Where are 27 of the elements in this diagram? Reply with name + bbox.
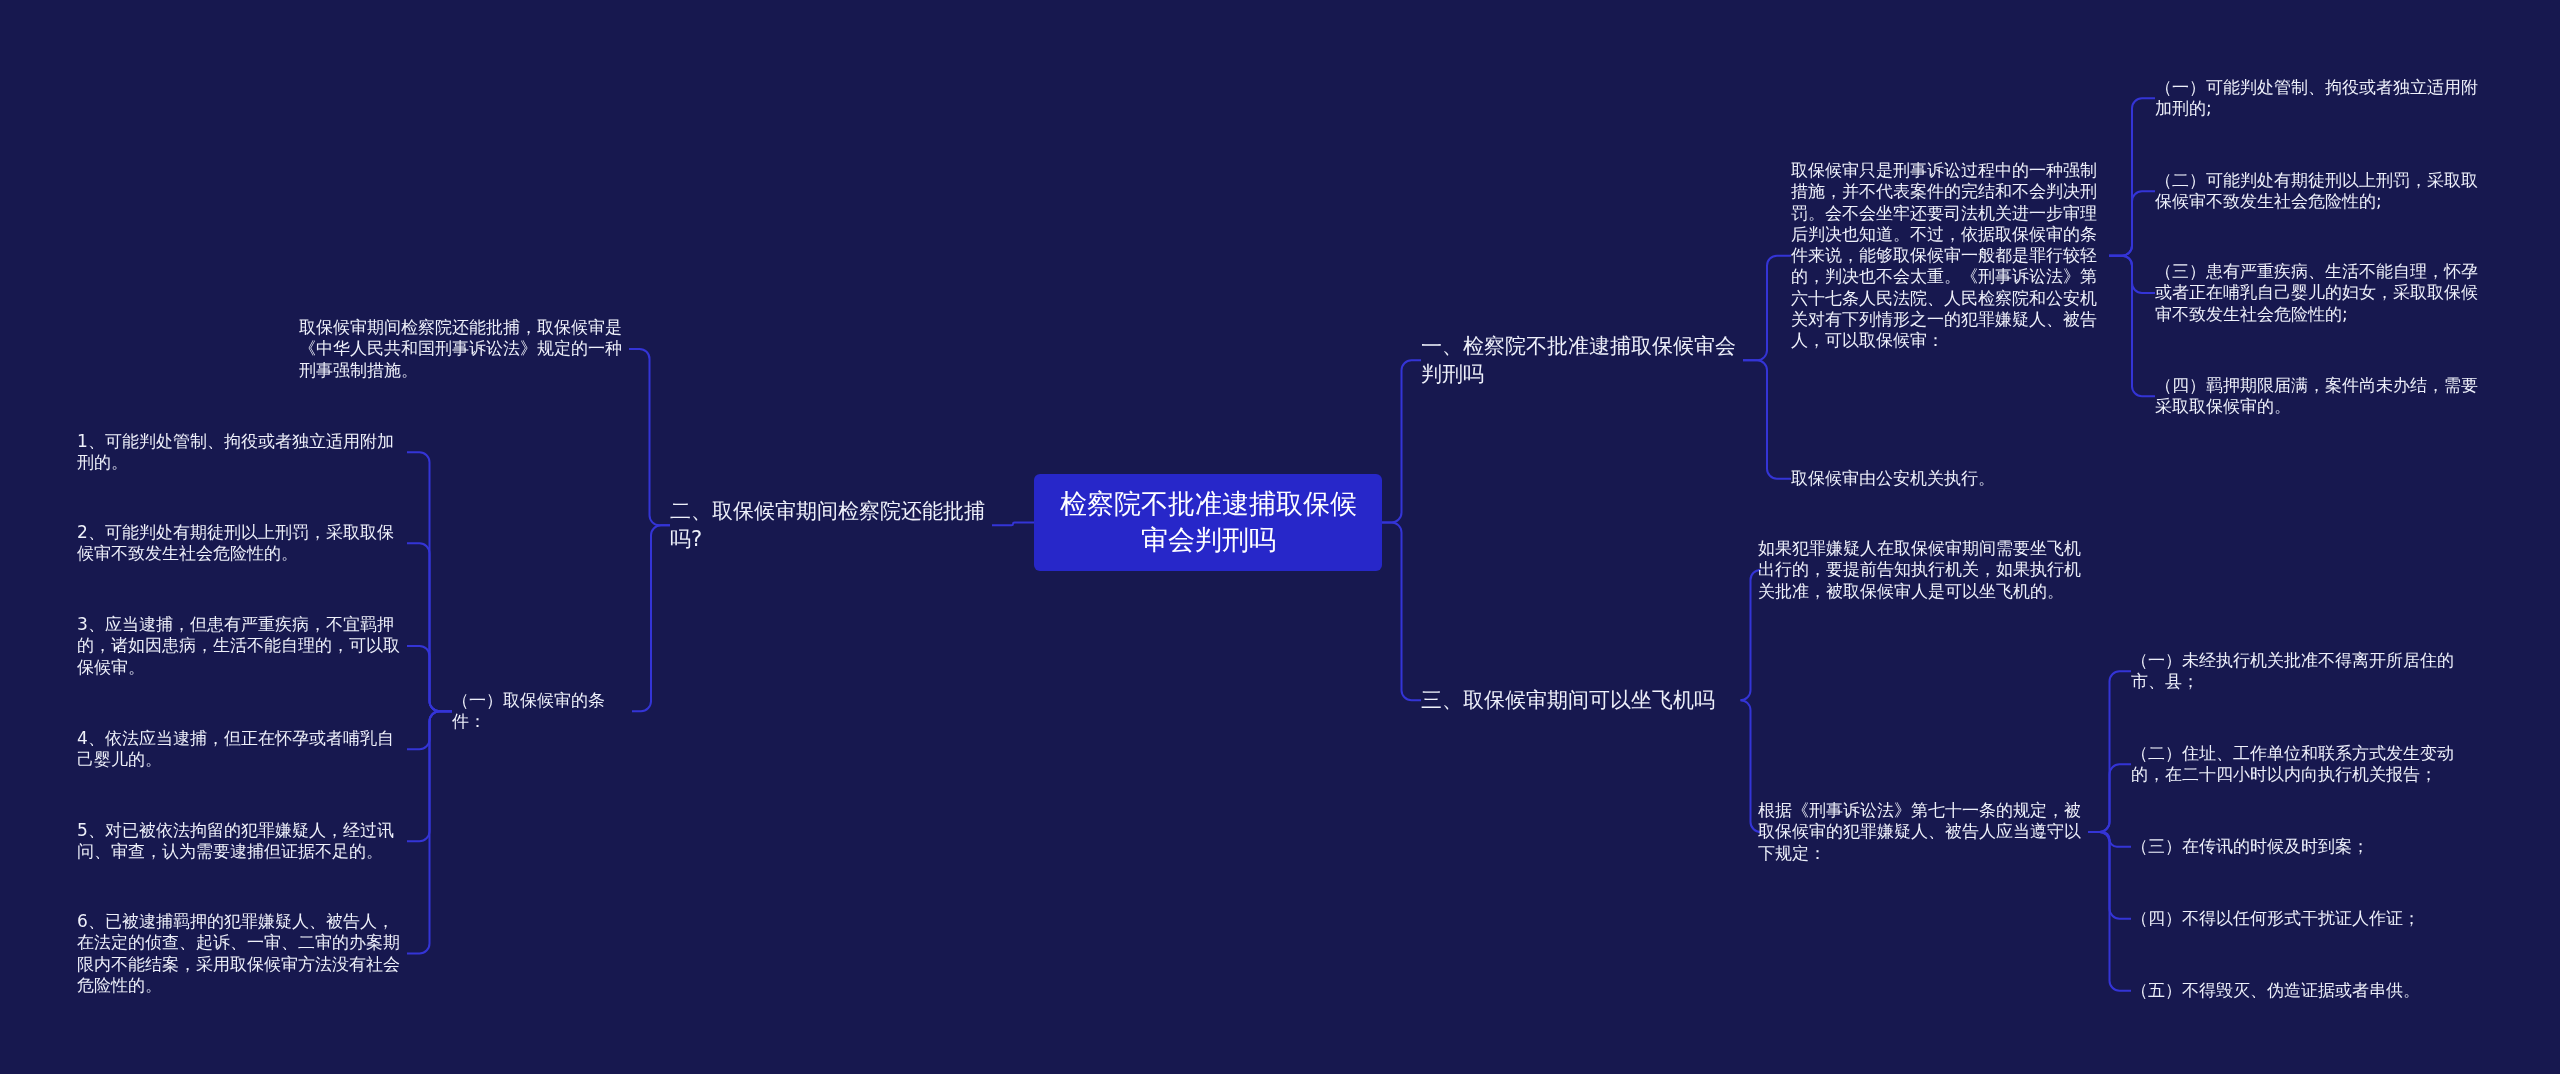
subtopic-text: （二）可能判处有期徒刑以上刑罚，采取取保候审不致发生社会危险性的; <box>2155 170 2485 213</box>
central-topic: 检察院不批准逮捕取保候审会判刑吗 <box>1034 474 1382 571</box>
subtopic-text: 3、应当逮捕，但患有严重疾病，不宜羁押的，诸如因患病，生活不能自理的，可以取保候审。 <box>77 614 407 678</box>
subtopic-text: 取保候审期间检察院还能批捕，取保候审是《中华人民共和国刑事诉讼法》规定的一种刑事强制措施。 <box>299 317 629 381</box>
connector-line <box>991 521 1035 527</box>
subtopic-text: 2、可能判处有期徒刑以上刑罚，采取取保候审不致发生社会危险性的。 <box>77 522 407 565</box>
subtopic-text: （三）患有严重疾病、生活不能自理，怀孕或者正在哺乳自己婴儿的妇女，采取取保候审不致发生社会危险性的; <box>2155 261 2485 325</box>
subtopic-text: 1、可能判处管制、拘役或者独立适用附加刑的。 <box>77 431 407 474</box>
branch-topic: 三、取保候审期间可以坐飞机吗 <box>1421 686 1743 715</box>
subtopic-text: （三）在传讯的时候及时到案； <box>2131 836 2461 858</box>
subtopic-text: 4、依法应当逮捕，但正在怀孕或者哺乳自己婴儿的。 <box>77 728 407 771</box>
subtopic-text: 5、对已被依法拘留的犯罪嫌疑人，经过讯问、审查，认为需要逮捕但证据不足的。 <box>77 820 407 863</box>
subtopic-text: 根据《刑事诉讼法》第七十一条的规定，被取保候审的犯罪嫌疑人、被告人应当遵守以下规定： <box>1758 800 2088 864</box>
subtopic-text: （一）取保候审的条件： <box>452 690 632 733</box>
subtopic-text: 取保候审由公安机关执行。 <box>1791 468 2109 490</box>
subtopic-text: 6、已被逮捕羁押的犯罪嫌疑人、被告人，在法定的侦查、起诉、一审、二审的办案期限内不能结案，采用取保候审方法没有社会危险性的。 <box>77 911 407 996</box>
subtopic-text: （五）不得毁灭、伪造证据或者串供。 <box>2131 980 2461 1002</box>
subtopic-text: （四）不得以任何形式干扰证人作证； <box>2131 908 2461 930</box>
subtopic-text: （四）羁押期限届满，案件尚未办结，需要采取取保候审的。 <box>2155 375 2485 418</box>
subtopic-text: （一）可能判处管制、拘役或者独立适用附加刑的; <box>2155 77 2485 120</box>
subtopic-text: 取保候审只是刑事诉讼过程中的一种强制措施，并不代表案件的完结和不会判决刑罚。会不会坐牢还要司法机关进一步审理后判决也知道。不过，依据取保候审的条件来说，能够取保候审一般都是罪行较轻的，判决也不会太重。《刑事诉讼法》第六十七条人民法院、人民检察院和公安机关对有下列情形之一的犯罪嫌疑人、被告人，可以取保候审： <box>1791 160 2109 352</box>
subtopic-text: 如果犯罪嫌疑人在取保候审期间需要坐飞机出行的，要提前告知执行机关，如果执行机关批准，被取保候审人是可以坐飞机的。 <box>1758 538 2088 602</box>
subtopic-text: （一）未经执行机关批准不得离开所居住的市、县； <box>2131 650 2461 693</box>
branch-topic: 二、取保候审期间检察院还能批捕吗? <box>670 497 992 554</box>
branch-topic: 一、检察院不批准逮捕取保候审会判刑吗 <box>1421 332 1743 389</box>
subtopic-text: （二）住址、工作单位和联系方式发生变动的，在二十四小时以内向执行机关报告； <box>2131 743 2461 786</box>
connector-line <box>1739 699 1762 833</box>
